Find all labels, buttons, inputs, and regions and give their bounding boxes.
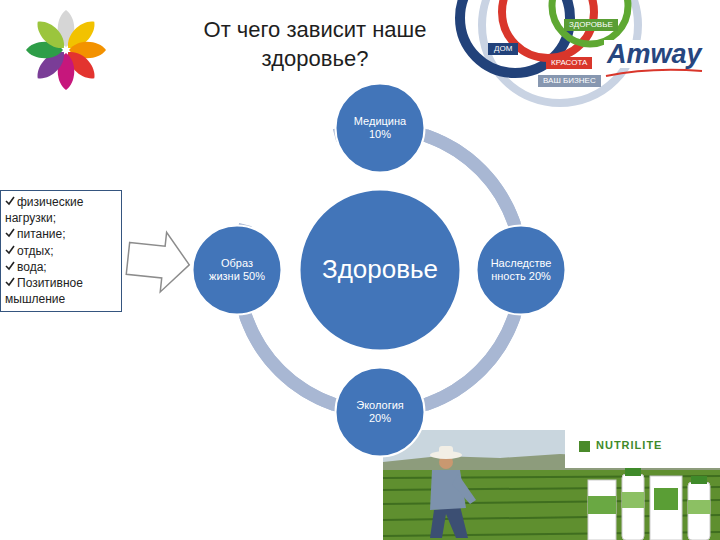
product-band bbox=[688, 500, 710, 514]
product-box bbox=[588, 480, 616, 540]
text-group: Здоровье bbox=[305, 254, 455, 285]
product-pack bbox=[588, 468, 710, 540]
center-circle: Здоровье bbox=[298, 188, 462, 352]
list-item: Позитивное мышление bbox=[5, 276, 83, 306]
check-mark bbox=[5, 196, 15, 206]
text-line: физические нагрузки; bbox=[5, 194, 117, 226]
text-group: Наследственность 20% bbox=[490, 257, 552, 283]
brand-logo: NUTRILITE bbox=[594, 440, 664, 452]
circle-fill bbox=[336, 368, 425, 457]
product-cap bbox=[691, 476, 707, 484]
brand-logo: Amway bbox=[604, 40, 705, 68]
circle-label: Здоровье bbox=[322, 254, 438, 284]
circle-fill bbox=[477, 226, 566, 315]
check-mark bbox=[6, 278, 14, 285]
check-mark bbox=[5, 228, 15, 238]
check-mark bbox=[6, 229, 14, 236]
slide-title: От чего зависит наше здоровье? bbox=[185, 16, 445, 73]
tab-label: ЗДОРОВЬЕ bbox=[564, 19, 618, 31]
farm-photo bbox=[383, 430, 720, 540]
factor-circle: Медицина 10% bbox=[334, 82, 426, 174]
circle-fill bbox=[300, 190, 461, 351]
logo-square bbox=[579, 441, 590, 452]
list-item: физические нагрузки; bbox=[5, 195, 83, 225]
list-item: вода; bbox=[17, 260, 47, 274]
logo-petal bbox=[32, 16, 70, 54]
circle-label: Образ жизни 50% bbox=[209, 257, 265, 282]
text-group: Образ жизни 50% bbox=[206, 257, 268, 283]
list-item: отдых; bbox=[17, 244, 53, 258]
text-line: Медицина 10% bbox=[348, 115, 412, 141]
check-mark bbox=[6, 246, 14, 253]
text-group: Медицина 10% bbox=[348, 115, 412, 141]
text-line: Наследственность 20% bbox=[490, 257, 552, 283]
checklist-box: физические нагрузки; питание; отдых; вода; П… bbox=[0, 190, 122, 312]
text-line: Позитивное мышление bbox=[5, 275, 117, 307]
photo-field bbox=[383, 470, 720, 540]
cycle-ring bbox=[425, 135, 514, 224]
text-line: питание; bbox=[5, 226, 117, 242]
circle-label: Экология 20% bbox=[356, 399, 404, 424]
factor-circle: Наследственность 20% bbox=[475, 224, 567, 316]
product-band bbox=[622, 492, 644, 508]
circle-label: Наследственность 20% bbox=[491, 257, 552, 282]
tab-label: ДОМ bbox=[488, 43, 518, 55]
check-mark bbox=[6, 262, 14, 269]
farmer-legs bbox=[430, 506, 468, 538]
logo-patch bbox=[565, 430, 720, 468]
photo-sky bbox=[383, 430, 720, 540]
ring-arc bbox=[552, 0, 628, 44]
farmer-arm bbox=[452, 474, 476, 504]
list-item: питание; bbox=[17, 227, 66, 241]
text-line: Здоровье bbox=[305, 254, 455, 285]
flower-logo bbox=[26, 10, 106, 90]
factor-circle: Экология 20% bbox=[334, 366, 426, 458]
text-line: Экология 20% bbox=[348, 399, 412, 425]
check-mark bbox=[5, 261, 15, 271]
check-mark bbox=[5, 277, 15, 287]
block-arrow bbox=[126, 232, 189, 292]
tab-label: КРАСОТА bbox=[546, 57, 592, 69]
product-box bbox=[650, 476, 682, 540]
cycle-ring bbox=[425, 315, 514, 404]
product-bottle bbox=[622, 474, 644, 540]
text-group: Экология 20% bbox=[348, 399, 412, 425]
factor-circle: Образ жизни 50% bbox=[191, 224, 283, 316]
product-cap bbox=[625, 468, 641, 476]
tab-label: ВАШ БИЗНЕС bbox=[538, 75, 601, 87]
product-band bbox=[654, 488, 678, 510]
check-mark bbox=[5, 245, 15, 255]
circle-fill bbox=[336, 84, 425, 173]
text-line: Образ жизни 50% bbox=[206, 257, 268, 283]
product-bottle bbox=[688, 482, 710, 540]
product-band bbox=[588, 496, 616, 514]
text-group: физические нагрузки; питание; отдых; вода; П… bbox=[5, 194, 117, 307]
cycle-ring bbox=[245, 315, 334, 404]
farmer-hat bbox=[430, 451, 462, 459]
circle-label: Медицина 10% bbox=[354, 115, 406, 140]
farmer-figure bbox=[430, 446, 476, 538]
text-line: вода; bbox=[5, 259, 117, 275]
brand-swoosh bbox=[606, 70, 702, 76]
circle-fill bbox=[193, 226, 282, 315]
check-mark bbox=[6, 197, 14, 204]
text-line: отдых; bbox=[5, 243, 117, 259]
